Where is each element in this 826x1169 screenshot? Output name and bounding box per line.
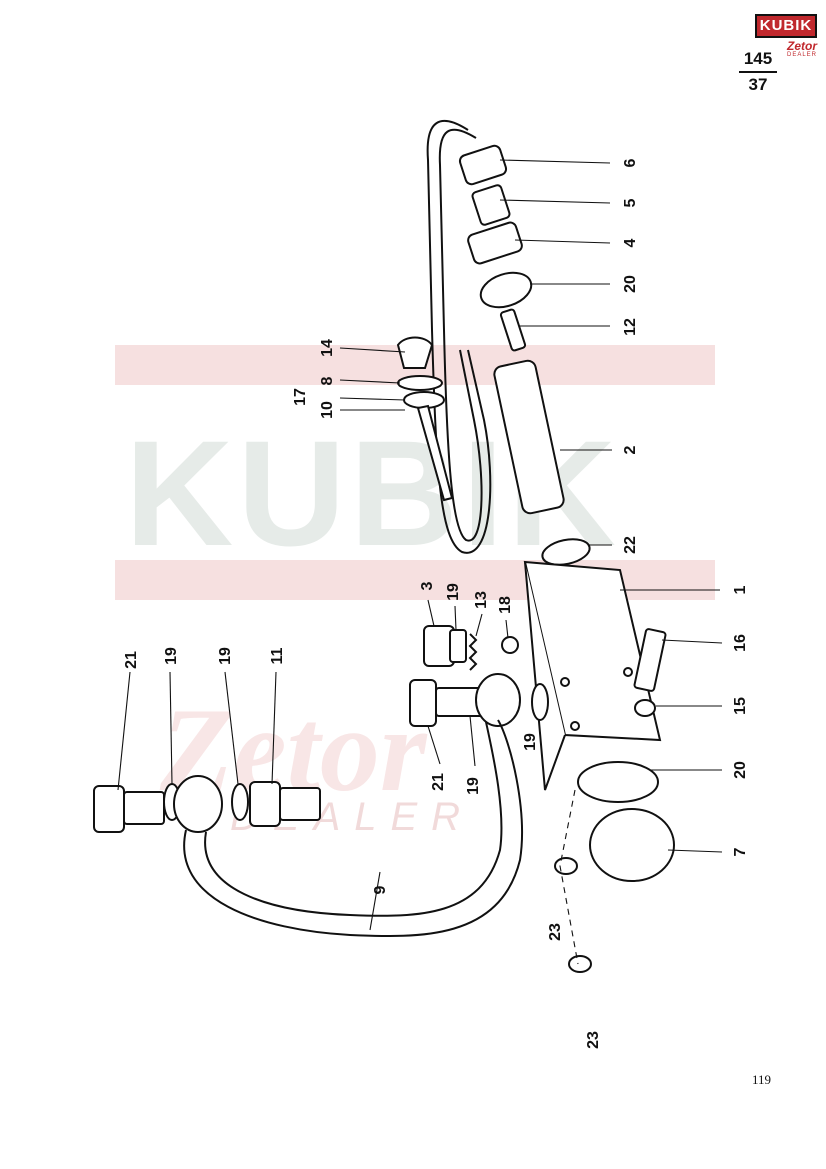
bowden-cable — [426, 119, 492, 554]
callout-9: 9 — [372, 885, 389, 894]
banjo-assembly-right — [409, 673, 549, 727]
callout-13: 13 — [473, 591, 490, 609]
callout-19-block: 19 — [522, 733, 539, 751]
callout-22: 22 — [622, 536, 639, 554]
nut-10 — [403, 391, 445, 409]
hose-9-inner — [204, 721, 503, 917]
logo-brand-text: KUBIK — [755, 14, 817, 38]
washer-8 — [397, 375, 443, 391]
relief-valve-parts — [423, 625, 519, 671]
washer-19-relief — [449, 629, 467, 663]
knob-14 — [396, 336, 434, 369]
washer-19-left-b — [231, 783, 249, 821]
callout-19-left-b: 19 — [217, 647, 234, 665]
callout-labels: 6 5 4 20 12 2 22 1 16 15 20 7 23 23 14 8… — [123, 158, 749, 1048]
callout-15: 15 — [732, 697, 749, 715]
sheet-figure-number: 37 — [748, 75, 768, 94]
pin-12 — [499, 308, 527, 352]
washer-19-right — [531, 683, 549, 721]
nut-6 — [458, 144, 508, 186]
cap-7 — [589, 808, 675, 882]
left-bolt-shank — [123, 791, 165, 825]
callout-23-lower: 23 — [585, 1031, 602, 1049]
o-ring-23-lower — [568, 955, 592, 973]
cable-rod — [416, 404, 454, 502]
banjo-eye-left — [173, 775, 223, 833]
washer-22 — [541, 538, 591, 566]
o-ring-guide — [559, 789, 579, 965]
valve-block-1 — [523, 560, 662, 791]
seal-20-upper — [479, 271, 533, 309]
block-side — [524, 561, 566, 791]
banjo-assembly-left — [93, 775, 321, 833]
callout-1: 1 — [732, 585, 749, 594]
control-knob-assembly — [396, 336, 454, 502]
block-port — [623, 667, 633, 677]
sheet-reference: 145 37 — [735, 50, 781, 94]
callout-8: 8 — [319, 376, 336, 385]
callout-17: 17 — [292, 388, 309, 406]
seal-20-lower — [577, 761, 659, 803]
callout-3: 3 — [419, 581, 436, 590]
cable-fitting-stack — [458, 144, 591, 566]
callout-10: 10 — [319, 401, 336, 419]
hose-9-outer — [183, 719, 523, 938]
bowden-cable-inner — [438, 128, 483, 542]
page-number: 119 — [752, 1072, 772, 1087]
sheet-rule — [739, 71, 777, 73]
callout-23-upper: 23 — [547, 923, 564, 941]
bolt-11-head — [249, 781, 281, 827]
callout-2: 2 — [622, 445, 639, 454]
logo-dealer-text: DEALER — [786, 52, 817, 58]
callout-19-right: 19 — [465, 777, 482, 795]
banjo-bolt-21-left — [93, 785, 125, 833]
callout-20: 20 — [622, 275, 639, 293]
valve-body-2 — [493, 359, 565, 515]
callout-12: 12 — [622, 318, 639, 336]
block-port — [570, 721, 580, 731]
leader-lines — [339, 159, 723, 853]
callout-18: 18 — [497, 596, 514, 614]
block-port — [560, 677, 570, 687]
leader-lines-left — [117, 599, 509, 931]
bolt-11-shank — [279, 787, 321, 821]
o-ring-23-upper — [554, 857, 578, 875]
callout-21-right: 21 — [430, 773, 447, 791]
banjo-eye-right — [475, 673, 521, 727]
callout-5: 5 — [622, 198, 639, 207]
washer-15 — [634, 699, 656, 717]
callout-20-lower: 20 — [732, 761, 749, 779]
sheet-group-number: 145 — [743, 49, 773, 68]
callout-6: 6 — [622, 158, 639, 167]
callout-19-left-a: 19 — [163, 647, 180, 665]
callout-16: 16 — [732, 634, 749, 652]
callout-11: 11 — [269, 647, 286, 664]
callout-14: 14 — [319, 339, 336, 357]
sleeve-5 — [471, 184, 511, 226]
callout-7: 7 — [732, 847, 749, 856]
block-face — [523, 560, 662, 742]
logo-sub-text: Zetor — [787, 39, 817, 53]
ball-18 — [501, 636, 519, 654]
brand-logo: KUBIK Zetor DEALER — [755, 14, 817, 58]
callout-21-left: 21 — [123, 651, 140, 669]
bolt-16 — [633, 628, 667, 692]
callout-19: 19 — [445, 583, 462, 601]
callout-4: 4 — [622, 238, 639, 247]
banjo-bolt-21-right — [409, 679, 437, 727]
nut-4 — [467, 221, 523, 265]
spring-13 — [468, 633, 478, 671]
